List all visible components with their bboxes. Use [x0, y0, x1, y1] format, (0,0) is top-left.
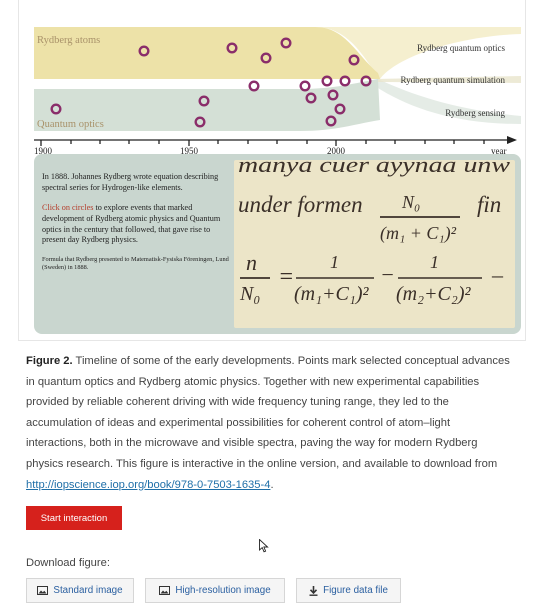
caption-line-1-text: Timeline of some of the early developmen… [75, 355, 510, 367]
manuscript-one-b: 1 [430, 252, 439, 272]
caption-line-3: provided by reliable coherent driving wi… [26, 396, 449, 409]
click-instructions-rest: to explore events that marked developmen… [42, 203, 221, 245]
event-circle[interactable] [325, 115, 337, 127]
event-circle[interactable] [327, 89, 339, 101]
caption-line-1: Figure 2. Timeline of some of the early … [26, 351, 528, 372]
manuscript-fin: fin [477, 192, 501, 217]
download-figure-label: Download figure: [26, 557, 110, 569]
click-instructions: Click on circles to explore events that … [42, 203, 232, 246]
rydberg-atoms-label: Rydberg atoms [37, 35, 100, 46]
manuscript-denominator-1: (m₁ + C₁)² [380, 223, 457, 244]
caption-line-5: interactions, both in the microwave and … [26, 437, 478, 450]
manuscript-line-1: manya cuer ayynaa unw [238, 160, 510, 177]
rydberg-branch-band [315, 27, 521, 79]
axis-arrow-icon [507, 136, 517, 144]
rydberg-quantum-optics-label: Rydberg quantum optics [417, 43, 505, 53]
manuscript-n: n [246, 250, 257, 275]
high-resolution-image-button[interactable]: High-resolution image [145, 578, 285, 603]
event-circle[interactable] [260, 52, 272, 64]
rydberg-manuscript-image: manya cuer ayynaa unw under formen N₀ (m… [234, 160, 515, 328]
figure-label: Figure 2. [26, 355, 73, 367]
standard-image-button[interactable]: Standard image [26, 578, 134, 603]
event-circle[interactable] [198, 95, 210, 107]
formula-note: Formula that Rydberg presented to Matema… [42, 255, 229, 272]
event-circle[interactable] [348, 54, 360, 66]
mouse-cursor-icon [259, 538, 269, 558]
manuscript-one-a: 1 [330, 252, 339, 272]
figure-data-file-button[interactable]: Figure data file [296, 578, 401, 603]
click-circles-link: Click on circles [42, 203, 94, 213]
standard-image-label: Standard image [53, 585, 123, 596]
manuscript-dash: – [491, 262, 504, 287]
high-resolution-image-label: High-resolution image [175, 585, 271, 596]
figure-data-file-label: Figure data file [323, 585, 388, 596]
info-panel-text: In 1888. Johannes Rydberg wrote equation… [42, 172, 232, 282]
download-icon [309, 585, 318, 596]
rydberg-atoms-band [34, 27, 380, 79]
manuscript-line-2: under formen [238, 192, 363, 217]
event-circle[interactable] [194, 116, 206, 128]
manuscript-minus: − [380, 262, 395, 287]
manuscript-denominator-3: (m₂+C₂)² [396, 283, 472, 305]
caption-line-4: accumulation of ideas and experimental p… [26, 416, 451, 429]
image-icon [159, 586, 171, 595]
event-circle[interactable] [280, 37, 292, 49]
manuscript-denominator-2: (m₁+C₁)² [294, 283, 370, 305]
intro-text: In 1888. Johannes Rydberg wrote equation… [42, 172, 219, 192]
book-link[interactable]: http://iopscience.iop.org/book/978-0-750… [26, 478, 271, 491]
manuscript-n0-denominator: N₀ [239, 283, 260, 305]
rydberg-sensing-label: Rydberg sensing [445, 108, 505, 118]
manuscript-equals: = [278, 264, 294, 290]
caption-line-7: http://iopscience.iop.org/book/978-0-750… [26, 475, 528, 496]
event-circle[interactable] [299, 80, 311, 92]
time-axis [34, 139, 510, 146]
event-circle[interactable] [321, 75, 333, 87]
sensing-branch-band [378, 79, 521, 124]
event-circle[interactable] [138, 45, 150, 57]
timeline-chart: Rydberg atoms Quantum optics Rydberg qua… [34, 27, 521, 156]
caption-link-tail: . [270, 478, 274, 491]
tick-label-1950: 1950 [180, 146, 199, 156]
event-circle[interactable] [305, 92, 317, 104]
axis-unit-label: year [491, 146, 507, 156]
event-circle[interactable] [334, 103, 346, 115]
tick-label-2000: 2000 [327, 146, 346, 156]
event-circle[interactable] [226, 42, 238, 54]
figure-caption: Figure 2. Timeline of some of the early … [26, 351, 528, 495]
event-circle[interactable] [360, 75, 372, 87]
tick-label-1900: 1900 [34, 146, 53, 156]
event-circle[interactable] [248, 80, 260, 92]
image-icon [37, 586, 49, 595]
caption-line-2: in quantum optics and Rydberg atomic phy… [26, 375, 480, 388]
manuscript-handwriting: manya cuer ayynaa unw under formen N₀ (m… [238, 160, 510, 305]
caption-line-6: physics research. This figure is interac… [26, 457, 498, 470]
event-circle[interactable] [50, 103, 62, 115]
start-interaction-button[interactable]: Start interaction [26, 506, 122, 530]
simulation-branch-band [378, 76, 521, 83]
manuscript-n0-numerator: N₀ [401, 192, 420, 212]
event-circle[interactable] [339, 75, 351, 87]
rydberg-quantum-simulation-label: Rydberg quantum simulation [401, 75, 506, 85]
quantum-optics-label: Quantum optics [37, 119, 104, 130]
